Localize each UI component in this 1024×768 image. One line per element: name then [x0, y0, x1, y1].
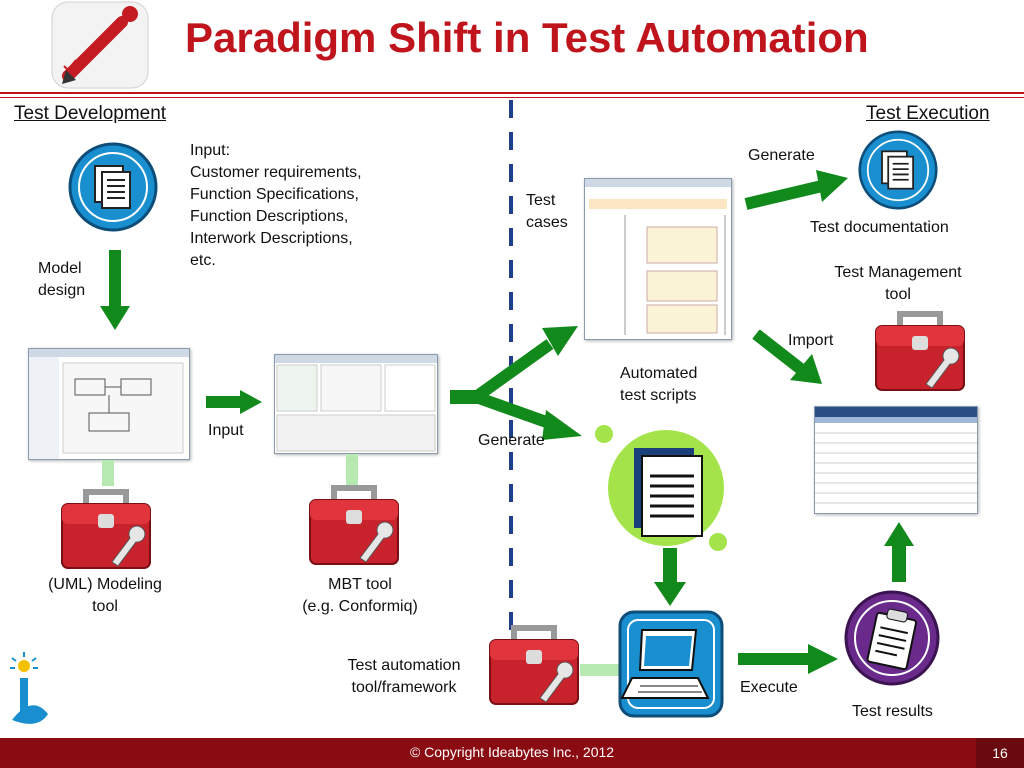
input-item: etc. [190, 252, 216, 269]
input-item: Function Descriptions, [190, 208, 349, 225]
copyright-prefix: © Copyright [409, 744, 485, 760]
input-label: Input [208, 422, 244, 439]
tm-toolbox-icon [874, 306, 966, 394]
footer-bar: © Copyright Ideabytes Inc., 2012 16 [0, 738, 1024, 768]
arrow-import-icon [752, 330, 822, 384]
page-number: 16 [976, 738, 1024, 768]
generate-label-top: Generate [748, 147, 815, 164]
model-design-line: Model [38, 260, 82, 277]
tm-tool-line: tool [885, 286, 911, 303]
mbt-tool-line: MBT tool [328, 576, 392, 593]
arrow-down-scripts-icon [654, 548, 686, 606]
mbt-tool-screenshot [274, 354, 438, 454]
test-documentation-label: Test documentation [810, 219, 949, 236]
ta-connector [580, 664, 620, 676]
title-rule-thin [0, 97, 1024, 98]
input-item: Interwork Descriptions, [190, 230, 353, 247]
test-management-screenshot [814, 406, 978, 514]
arrow-up-icon [884, 522, 914, 582]
footer-brand: Ideabytes [487, 744, 549, 760]
model-design-line: design [38, 282, 86, 299]
automated-line: test scripts [620, 387, 697, 404]
mbt-toolbox-icon [308, 480, 400, 568]
computer-icon [618, 610, 724, 718]
test-cases-line: Test [526, 192, 556, 209]
ta-tool-line: Test automation [347, 657, 461, 674]
uml-tool-line: (UML) Modeling [48, 576, 162, 593]
uml-tool-screenshot [28, 348, 190, 460]
arrow-execute-icon [738, 644, 838, 674]
page-title: Paradigm Shift in Test Automation [185, 14, 869, 61]
input-list: Input: Customer requirements, Function S… [190, 140, 362, 272]
mbt-connector [346, 454, 358, 488]
execute-label: Execute [740, 679, 798, 696]
ideabytes-logo-icon [4, 650, 52, 732]
tm-tool-label: Test Management tool [818, 262, 978, 306]
test-documentation-icon [858, 130, 938, 210]
test-results-label: Test results [852, 703, 933, 720]
input-item: Function Specifications, [190, 186, 359, 203]
model-design-label: Model design [38, 258, 85, 302]
uml-tool-line: tool [92, 598, 118, 615]
section-test-execution: Test Execution [866, 103, 990, 124]
script-document-icon [594, 424, 734, 554]
section-test-development: Test Development [14, 103, 167, 124]
generate-label-mid: Generate [478, 432, 545, 449]
test-cases-label: Test cases [526, 190, 568, 234]
footer-copyright: © Copyright Ideabytes Inc., 2012 [0, 744, 1024, 760]
ta-tool-label: Test automation tool/framework [334, 655, 474, 699]
arrow-down-icon [100, 250, 130, 330]
import-label: Import [788, 332, 834, 349]
title-rule [0, 92, 1024, 94]
copyright-suffix: Inc., 2012 [552, 744, 615, 760]
clipboard-icon [844, 590, 940, 686]
ta-tool-line: tool/framework [351, 679, 457, 696]
test-cases-line: cases [526, 214, 568, 231]
phase-divider [509, 100, 513, 700]
mbt-tool-label: MBT tool (e.g. Conformiq) [270, 574, 450, 618]
app-logo-icon [50, 0, 150, 92]
ta-toolbox-icon [488, 620, 580, 708]
input-item: Customer requirements, [190, 164, 362, 181]
generate-fork-arrows [450, 326, 582, 440]
input-heading: Input: [190, 142, 231, 159]
arrow-right-icon [206, 390, 262, 414]
documents-icon [68, 142, 158, 232]
mbt-tool-line: (e.g. Conformiq) [302, 598, 418, 615]
test-cases-screenshot [584, 178, 732, 340]
arrow-generate-doc-icon [744, 170, 848, 210]
uml-toolbox-icon [60, 484, 152, 572]
automated-scripts-label: Automated test scripts [620, 363, 697, 407]
tm-tool-line: Test Management [834, 264, 962, 281]
uml-tool-label: (UML) Modeling tool [20, 574, 190, 618]
uml-connector [102, 460, 114, 486]
automated-line: Automated [620, 365, 698, 382]
